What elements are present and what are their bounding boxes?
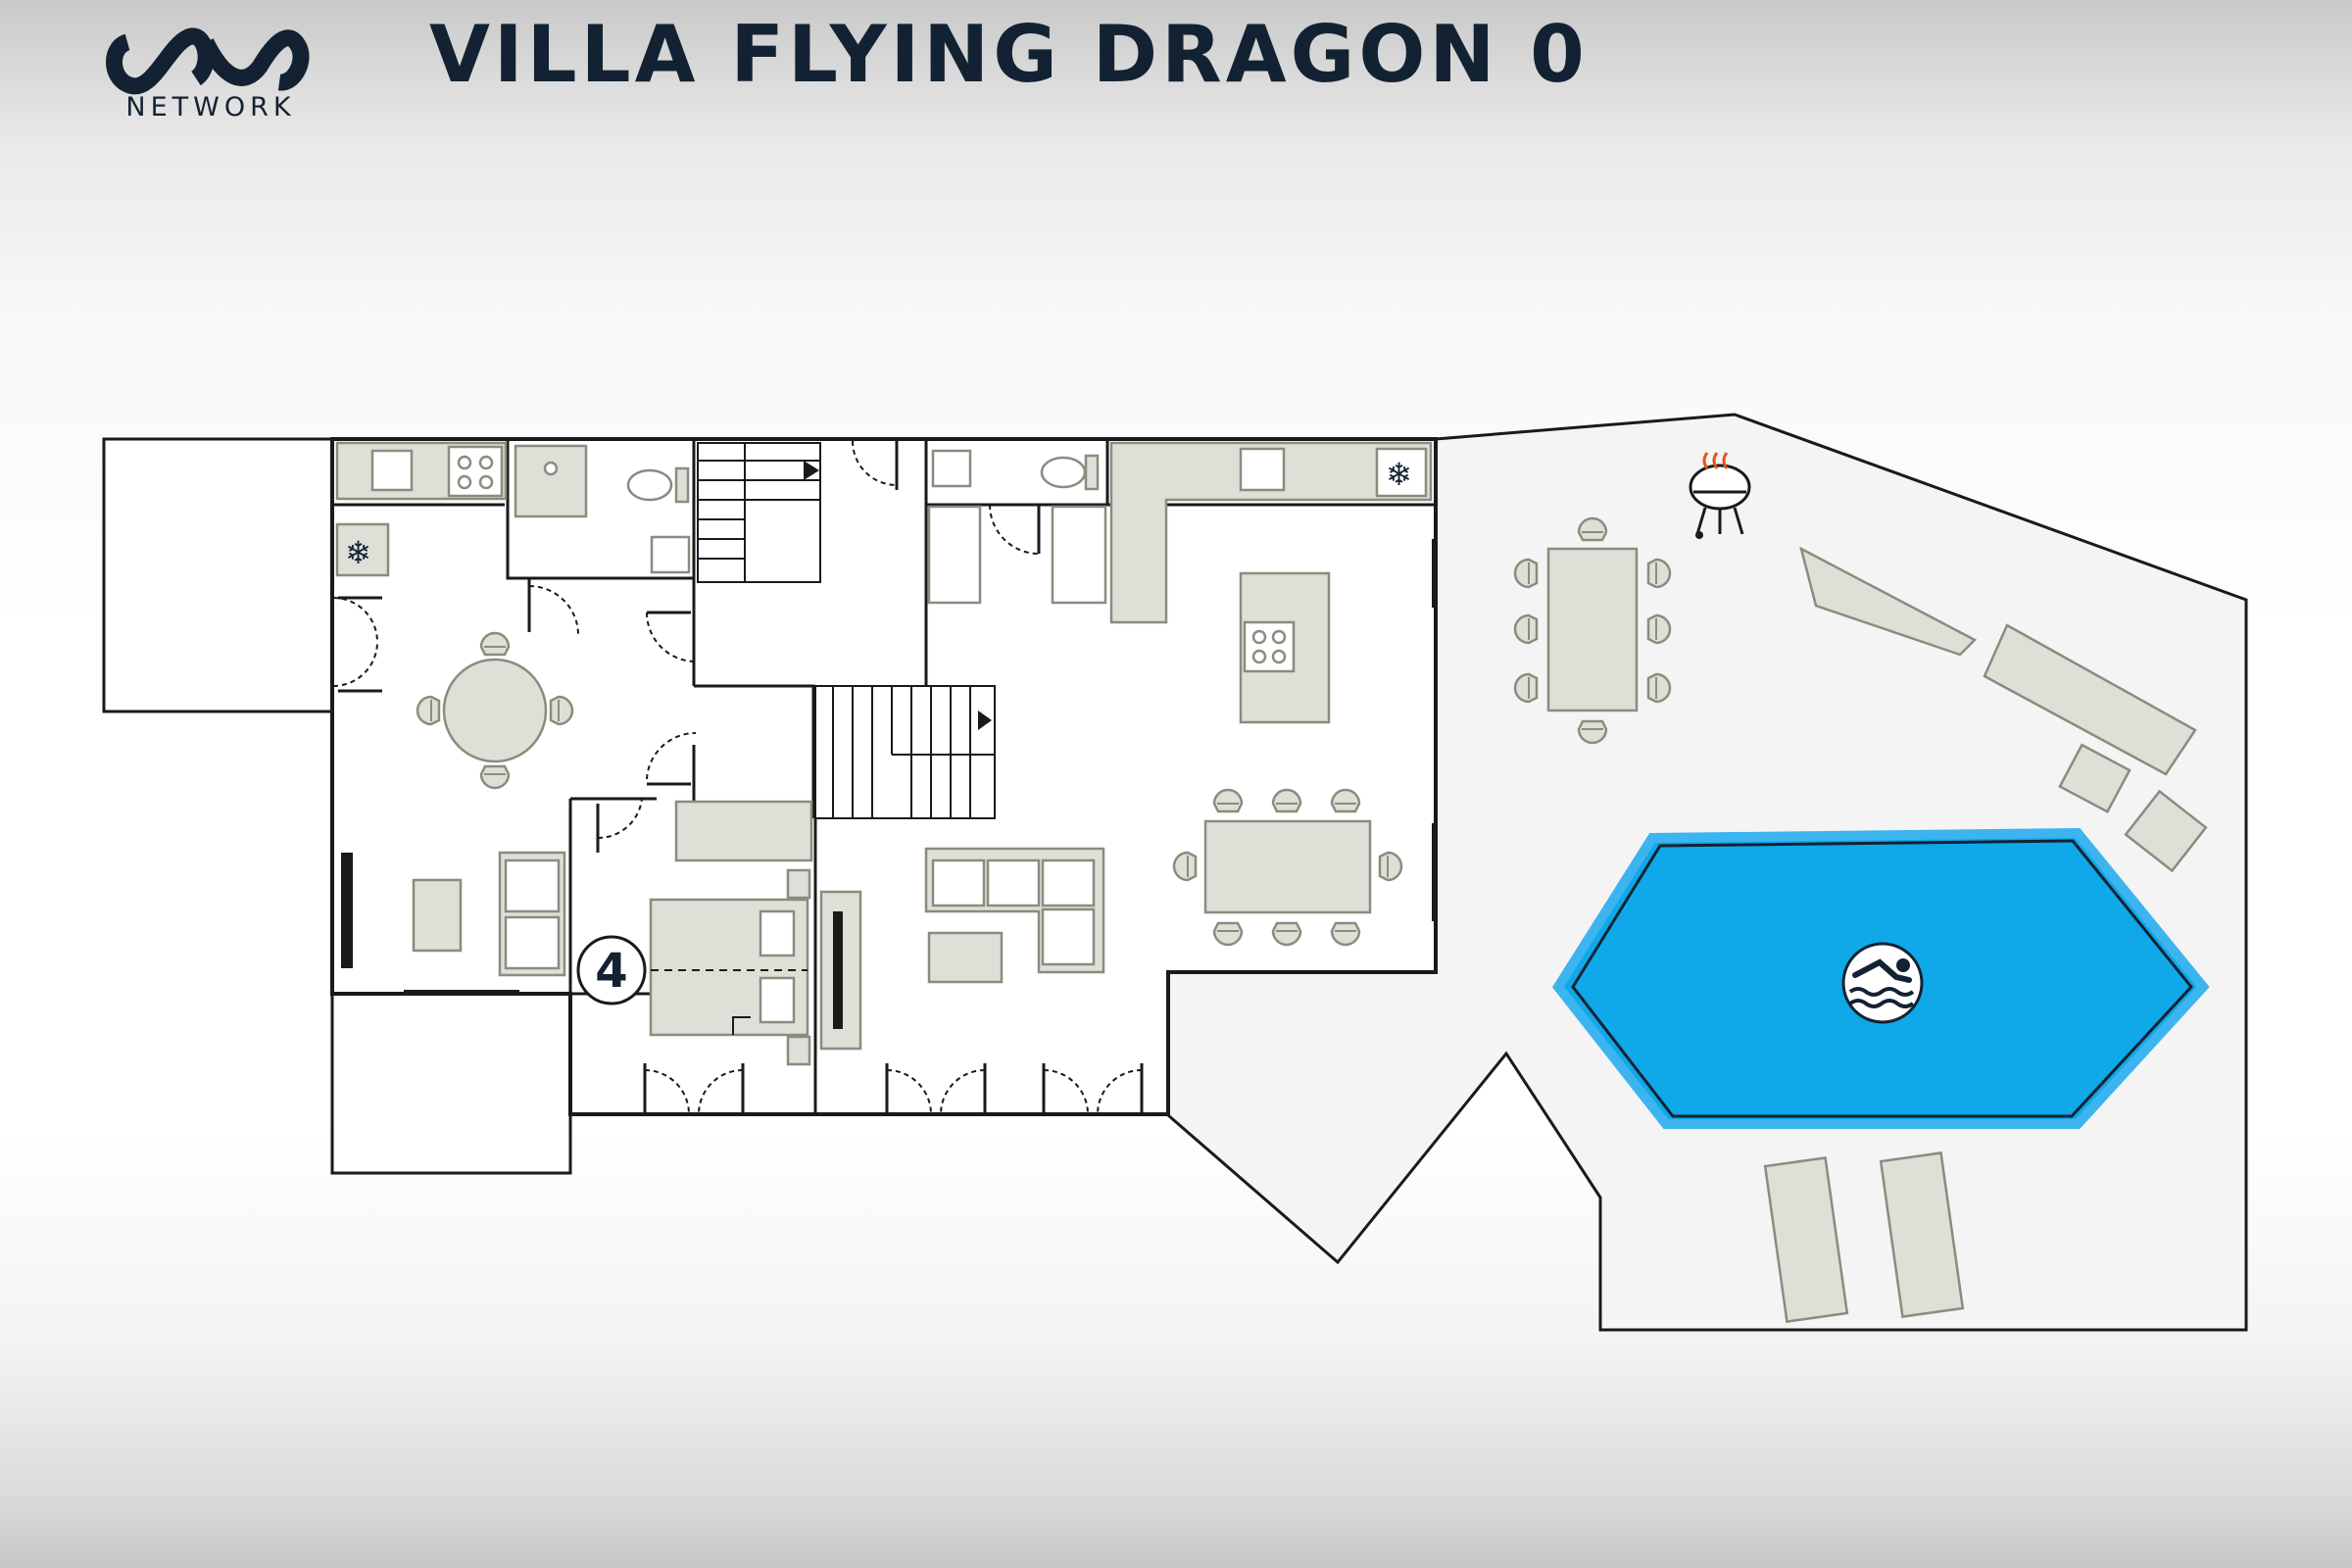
shower-3 <box>1051 505 1107 605</box>
left-annex <box>102 437 334 713</box>
bedroom-number: 4 <box>595 944 627 999</box>
pool-inner-edge <box>1571 839 2193 1118</box>
tv <box>341 853 353 968</box>
coffee-table-2 <box>927 931 1004 984</box>
toilet-icon <box>626 468 673 502</box>
desk <box>674 800 813 862</box>
toilet-icon-2 <box>1040 456 1087 489</box>
logo-mark-right <box>198 29 310 91</box>
sun-lounger-2 <box>1879 1152 1965 1318</box>
lounge-chair <box>2124 789 2208 873</box>
logo <box>106 27 310 95</box>
staircase-upper <box>697 442 821 583</box>
sink <box>370 449 414 492</box>
coffee-table <box>412 878 463 953</box>
round-table <box>442 658 548 763</box>
swimmer-icon <box>1841 942 1924 1024</box>
interior-walls <box>332 439 1436 1114</box>
kitchen-counter <box>1109 441 1433 624</box>
logo-text: NETWORK <box>125 92 296 122</box>
fridge <box>335 522 390 577</box>
bbq-grill-icon <box>1689 452 1751 539</box>
staircase-lower <box>814 685 996 819</box>
lounge-table <box>2058 743 2132 814</box>
door-leaves <box>338 441 1144 1114</box>
sun-lounger-1 <box>1763 1156 1849 1323</box>
bedroom-tv <box>833 911 843 1029</box>
umbrella <box>1799 546 1978 657</box>
outdoor-table <box>1546 547 1639 712</box>
fridge-icon-2: ❄ <box>1386 456 1412 493</box>
lounge-sofa <box>1983 623 2197 776</box>
washbasin-2 <box>931 449 972 488</box>
dining-table <box>1203 819 1372 914</box>
shower <box>514 444 588 518</box>
bedroom-badge <box>576 935 647 1005</box>
doors <box>332 440 1143 1115</box>
bottom-annex <box>330 992 572 1175</box>
windows <box>404 539 1436 994</box>
stove-icon-2 <box>1243 620 1296 673</box>
stove-icon <box>447 445 504 498</box>
fridge-icon: ❄ <box>345 534 371 571</box>
shower-2 <box>927 505 982 605</box>
page-title: VILLA FLYING DRAGON 0 <box>429 9 1589 100</box>
washbasin <box>650 535 691 574</box>
